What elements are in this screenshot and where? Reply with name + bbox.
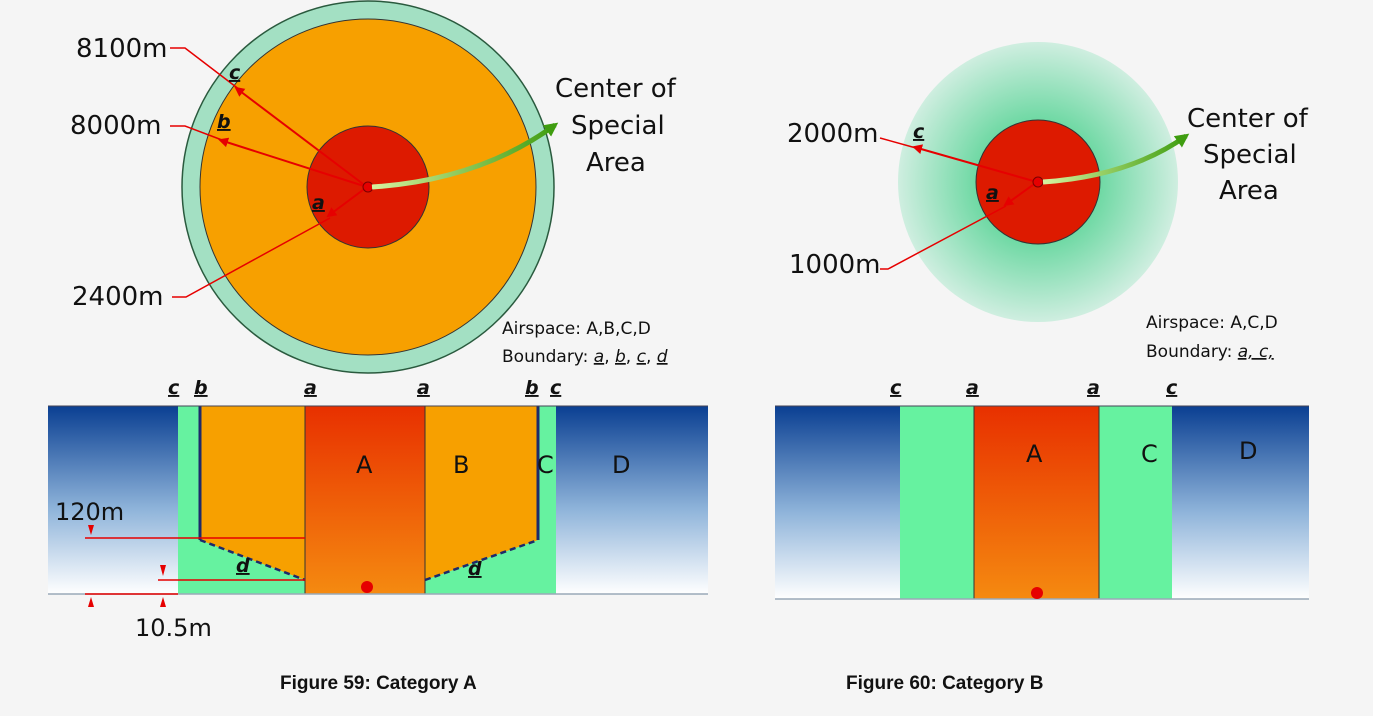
fig59-top-label-a-right: a xyxy=(417,377,430,399)
fig59-top-label-b-left: b xyxy=(194,377,208,399)
fig59-center-line1: Center of xyxy=(555,74,677,104)
fig59-dist-2400: 2400m xyxy=(72,282,164,312)
fig59-radius-c-arrow xyxy=(234,86,368,188)
fig59-leader-8100 xyxy=(170,47,241,91)
fig60-dist-2000: 2000m xyxy=(787,119,879,149)
fig60-radius-c-arrow xyxy=(912,144,1038,183)
fig59-leader-8000 xyxy=(170,125,223,141)
fig59-section-view: 120m 10.5m c b a a b c A B C D d d xyxy=(48,377,708,642)
fig60-plan-label-a: a xyxy=(986,182,999,204)
fig60-section-view: c a a c A C D xyxy=(775,377,1309,600)
fig59-dim-ground-tick-right xyxy=(160,597,166,607)
fig59-dim-ground-tick-left xyxy=(88,597,94,607)
fig60-leader-1000 xyxy=(880,205,1007,270)
fig59-plan-label-b: b xyxy=(217,111,231,133)
fig59-zone-b-right xyxy=(425,406,538,580)
fig59-region-D: D xyxy=(612,451,630,479)
fig59-top-label-c-left: c xyxy=(168,377,180,399)
fig59-center-line3: Area xyxy=(586,148,646,178)
fig59-top-label-b-right: b xyxy=(525,377,539,399)
fig60-boundary-text: Boundary: a, c, xyxy=(1146,342,1274,362)
fig60-radius-a-arrow xyxy=(1003,181,1038,207)
fig60-caption: Figure 60: Category B xyxy=(846,673,1043,694)
fig59-zone-a xyxy=(304,405,426,595)
fig59-plan-view: c b a 8100m 8000m 2400m Center of Specia… xyxy=(70,0,677,374)
fig59-region-A: A xyxy=(356,451,373,479)
fig59-center-line2: Special xyxy=(571,111,665,141)
fig59-dim-120-label: 120m xyxy=(55,498,124,526)
fig59-airspace-text: Airspace: A,B,C,D xyxy=(502,319,651,339)
fig59-top-label-c-right: c xyxy=(550,377,562,399)
fig60-airspace-text: Airspace: A,C,D xyxy=(1146,313,1278,333)
fig59-center-dot xyxy=(362,181,374,193)
fig60-region-A: A xyxy=(1026,440,1043,468)
fig59-plan-label-a: a xyxy=(312,192,325,214)
fig60-dist-1000: 1000m xyxy=(789,250,881,280)
fig59-section-center-dot xyxy=(361,581,373,593)
fig59-leader-2400 xyxy=(172,217,331,298)
fig59-boundary-text: Boundary: a, b, c, d xyxy=(502,347,668,367)
fig60-top-label-c-right: c xyxy=(1166,377,1178,399)
fig60-section-center-dot xyxy=(1031,587,1043,599)
fig60-region-C: C xyxy=(1141,440,1158,468)
fig60-region-D: D xyxy=(1239,437,1257,465)
fig60-center-arrow xyxy=(1042,133,1190,185)
fig59-radius-a-arrow xyxy=(326,186,368,218)
fig59-plan-label-c: c xyxy=(229,62,241,84)
fig59-region-B: B xyxy=(453,451,469,479)
fig60-center-dot xyxy=(1032,176,1044,188)
fig60-zone-a xyxy=(973,405,1100,600)
fig59-dist-8100: 8100m xyxy=(76,34,168,64)
fig60-top-label-a-right: a xyxy=(1087,377,1100,399)
fig59-dist-8000: 8000m xyxy=(70,111,162,141)
fig60-plan-view: c a 2000m 1000m Center of Special Area A… xyxy=(787,42,1309,362)
fig59-dim-105-label: 10.5m xyxy=(135,614,212,642)
fig59-dim-105-tick xyxy=(160,565,166,576)
fig60-top-label-c-left: c xyxy=(890,377,902,399)
fig59-label-d-right: d xyxy=(468,558,482,580)
fig59-label-d-left: d xyxy=(236,555,250,577)
fig59-region-C: C xyxy=(537,451,554,479)
fig59-top-label-a-left: a xyxy=(304,377,317,399)
fig59-boundary-d-left xyxy=(199,538,306,582)
fig60-leader-2000 xyxy=(879,137,917,149)
fig59-center-arrow xyxy=(371,122,559,190)
fig60-center-line2: Special xyxy=(1203,140,1297,170)
fig59-dim-120-tick xyxy=(88,525,94,535)
fig60-plan-label-c: c xyxy=(913,121,925,143)
fig59-zone-b-left xyxy=(200,406,305,580)
fig60-top-label-a-left: a xyxy=(966,377,979,399)
fig59-caption: Figure 59: Category A xyxy=(280,673,477,694)
fig60-center-line1: Center of xyxy=(1187,104,1309,134)
fig59-radius-b-arrow xyxy=(218,137,368,188)
fig60-center-line3: Area xyxy=(1219,176,1279,206)
